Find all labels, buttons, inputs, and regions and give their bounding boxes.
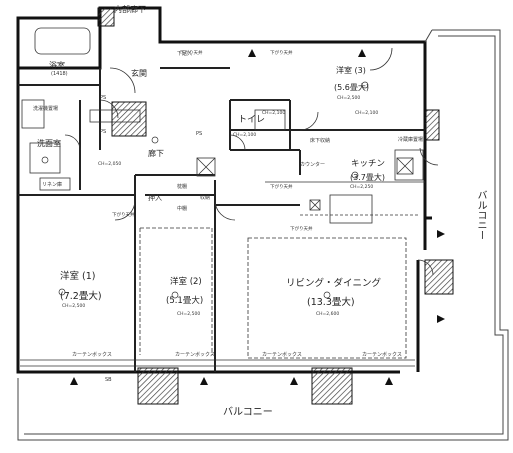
kitchen-size: (3.7畳大) [350,173,385,182]
downlight-2: 下がり天井 [270,51,293,56]
curtain-box-3: カーテンボックス [262,352,302,358]
western2-label: 洋室 (2) [170,277,202,287]
curtain-box-2: カーテンボックス [175,352,215,358]
corridor-label: 内部廊下 [114,5,146,14]
downlight-4: 下がり天井 [290,227,313,232]
curtain-box-4: カーテンボックス [362,352,402,358]
living-label: リビング・ダイニング [286,278,382,289]
shoe-label: 下足入 [177,51,193,57]
western1-label: 洋室 (1) [60,271,96,282]
kitchen-ch: CH=2,250 [350,185,374,190]
linen-label: リネン庫 [42,182,63,188]
western1-ch: CH=2,500 [62,304,86,309]
shelf-label: 枕棚 [177,184,188,190]
western2-ch: CH=2,500 [177,312,201,317]
kitchen-storage: 床下収納 [310,138,331,144]
balcony-right-label: バルコニー [475,190,486,240]
living-size: (13.3畳大) [307,297,355,308]
living-ch: CH=2,600 [316,312,340,317]
hanging-label: 収納 [200,195,211,201]
washroom-label: 洗面室 [37,139,61,148]
kitchen-label: キッチン [351,159,386,169]
western3-ch2: CH=2,100 [355,111,379,116]
downlight-5: 下がり天井 [112,213,135,218]
downlight-1: 下がり天井 [180,51,203,56]
sb-label: SB [105,377,112,383]
ps-label-3: PS [196,131,203,137]
balcony-rails [17,29,509,441]
ps-label-2: PS [100,129,107,135]
window-markers [70,49,445,385]
bath-size: (1418) [51,71,68,77]
downlight-3: 下がり天井 [270,185,293,190]
western3-size: (5.6畳大) [334,83,369,92]
structural-pillars [97,7,454,405]
kitchen-refrigerator: 冷蔵庫置場 [398,137,424,143]
toilet-ch: CH=2,100 [233,133,257,138]
fixture-outlines [20,27,425,367]
curtain-box-1: カーテンボックス [72,352,112,358]
fixture-dots [41,81,369,299]
bath-label: 浴室 [49,61,65,70]
western2-size: (5.1畳大) [166,296,204,306]
closet-label: 押入 [148,194,162,202]
balcony-bottom-label: バルコニー [223,407,273,418]
entrance-label: 玄関 [131,69,147,78]
ps-label-1: PS [100,95,107,101]
kitchen-counter: カウンター [300,162,326,168]
western3-ch: CH=2,500 [337,96,361,101]
hall-label: 廊下 [148,149,164,158]
toilet-label: トイレ [238,115,266,125]
toilet-ch2: CH=2,100 [262,111,286,116]
ps-boxes [196,157,414,211]
washer-label: 洗濯機置場 [33,106,59,112]
hall-ch: CH=2,050 [98,162,122,167]
western1-size: (7.2畳大) [60,291,102,302]
western3-label: 洋室 (3) [336,66,366,75]
hanger-label: 中棚 [177,206,188,212]
